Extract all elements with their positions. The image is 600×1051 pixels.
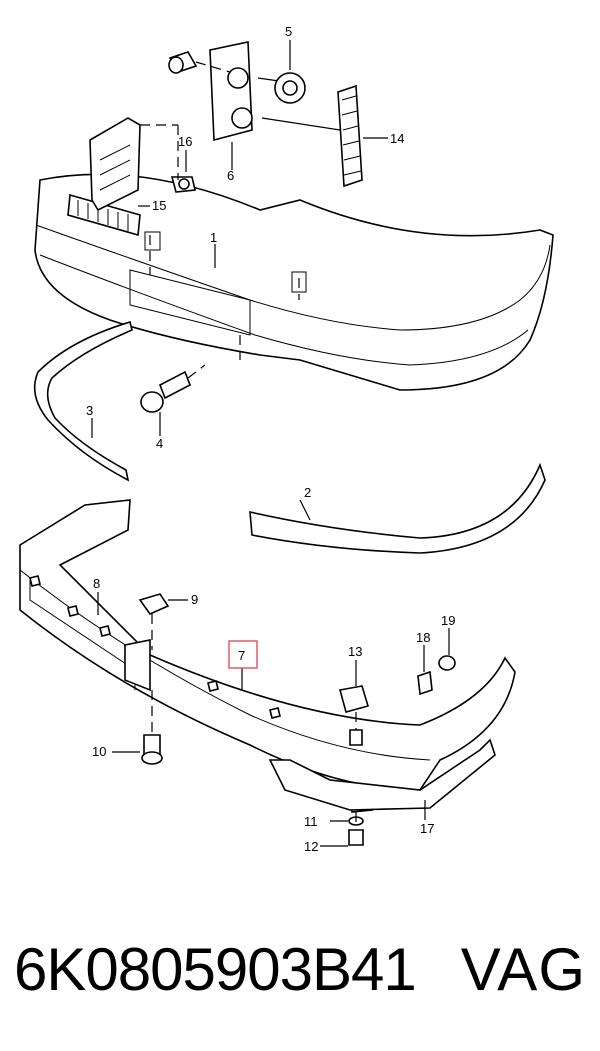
screw-part-19 — [438, 655, 456, 671]
nut-part-13 — [338, 685, 370, 746]
lower-spoiler-part-17 — [268, 738, 496, 811]
callout-labels: 1 2 3 4 5 6 7 8 9 10 11 12 13 14 15 16 1… — [86, 24, 455, 854]
clip-nut-part-9 — [138, 593, 170, 650]
callout-4: 4 — [156, 436, 163, 451]
highlight-box — [228, 640, 258, 669]
callout-16: 16 — [178, 134, 192, 149]
callout-15: 15 — [152, 198, 166, 213]
callout-1: 1 — [210, 230, 217, 245]
callout-18: 18 — [416, 630, 430, 645]
callout-11: 11 — [304, 814, 318, 829]
callout-14: 14 — [390, 131, 404, 146]
callout-3: 3 — [86, 403, 93, 418]
callout-6: 6 — [227, 168, 234, 183]
clip-part-18 — [417, 670, 433, 696]
footer: 6K0805903B41 VAG — [0, 930, 600, 1030]
mounting-plate-part-6 — [168, 41, 341, 142]
bumper-cover-part-1 — [34, 173, 554, 391]
callout-8: 8 — [93, 576, 100, 591]
bolt-part-12 — [348, 812, 364, 846]
upper-left-bracket — [89, 117, 179, 212]
leader-lines — [91, 40, 450, 847]
callout-12: 12 — [304, 839, 318, 854]
callout-19: 19 — [441, 613, 455, 628]
trim-strip-part-3 — [33, 320, 133, 482]
bolt-part-4 — [140, 364, 206, 413]
trim-strip-part-2 — [249, 462, 546, 554]
clip-part-16 — [170, 176, 196, 193]
lower-bumper-part-7 — [19, 499, 516, 813]
callout-7: 7 — [238, 648, 245, 663]
callout-5: 5 — [285, 24, 292, 39]
washer-part-5 — [274, 72, 306, 104]
callout-17: 17 — [420, 821, 434, 836]
callout-10: 10 — [92, 744, 106, 759]
callout-13: 13 — [348, 644, 362, 659]
callout-2: 2 — [304, 485, 311, 500]
bolt-part-10 — [141, 690, 163, 765]
part-number: 6K0805903B41 — [14, 936, 417, 1003]
foam-strip-part-14 — [337, 84, 363, 188]
brand-label: VAG — [460, 936, 586, 1003]
grille-strip-part-15 — [67, 193, 141, 237]
callout-9: 9 — [191, 592, 198, 607]
